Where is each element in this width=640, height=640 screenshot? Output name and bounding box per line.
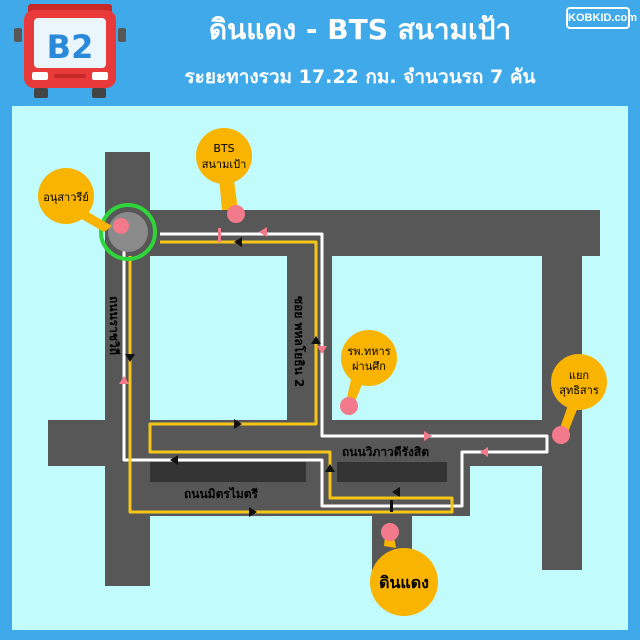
direction-arrow-icon bbox=[119, 227, 488, 517]
label-sutthisan-1: แยก bbox=[569, 369, 589, 382]
route-number: B2 bbox=[47, 28, 94, 66]
marker-bts bbox=[196, 128, 252, 184]
brand-logo: KOBKID.com bbox=[566, 7, 637, 29]
marker-monument bbox=[38, 168, 94, 224]
label-sutthisan-2: สุทธิสาร bbox=[559, 384, 599, 397]
bus-icon: B2 bbox=[14, 4, 126, 98]
route-summary: ระยะทางรวม 17.22 กม. จำนวนรถ 7 คัน bbox=[184, 66, 536, 88]
route-map: BTS สนามเป้า อนุสาวรีย์ รพ.ทหาร ผ่านศึก … bbox=[12, 106, 628, 630]
road-label-vibhavadi: ถนนวิภาวดีรังสิต bbox=[342, 445, 429, 459]
label-bts-2: สนามเป้า bbox=[202, 158, 247, 171]
road-label-mitmaitri: ถนนมิตรไมตรี bbox=[184, 486, 259, 501]
road-soi-phahon bbox=[287, 210, 332, 440]
pin-hospital bbox=[340, 397, 358, 415]
route-line-yellow bbox=[128, 240, 454, 514]
route-line-white bbox=[122, 232, 549, 508]
road-label-ratchawithi: ถนนราชวิถี bbox=[107, 296, 121, 355]
label-monument: อนุสาวรีย์ bbox=[43, 191, 89, 204]
road-vibhavadi bbox=[48, 420, 582, 466]
header: B2 ดินแดง - BTS สนามเป้า ระยะทางรวม 17.2… bbox=[0, 0, 640, 100]
road-label-soi-phahon: ซอย พหลโยธิน 2 bbox=[292, 296, 307, 387]
road-lanes bbox=[150, 462, 447, 482]
pin-bts bbox=[227, 205, 245, 223]
label-bts-1: BTS bbox=[213, 142, 234, 155]
marker-dindaeng bbox=[370, 548, 438, 616]
label-dindaeng: ดินแดง bbox=[379, 573, 429, 592]
pin-dindaeng bbox=[381, 523, 399, 541]
marker-hospital bbox=[341, 330, 397, 386]
monument-marker bbox=[99, 203, 157, 261]
marker-sutthisan bbox=[551, 354, 607, 410]
label-hospital-1: รพ.ทหาร bbox=[347, 345, 390, 358]
pin-sutthisan bbox=[552, 426, 570, 444]
page-title: ดินแดง - BTS สนามเป้า bbox=[208, 13, 512, 46]
label-hospital-2: ผ่านศึก bbox=[352, 360, 386, 373]
